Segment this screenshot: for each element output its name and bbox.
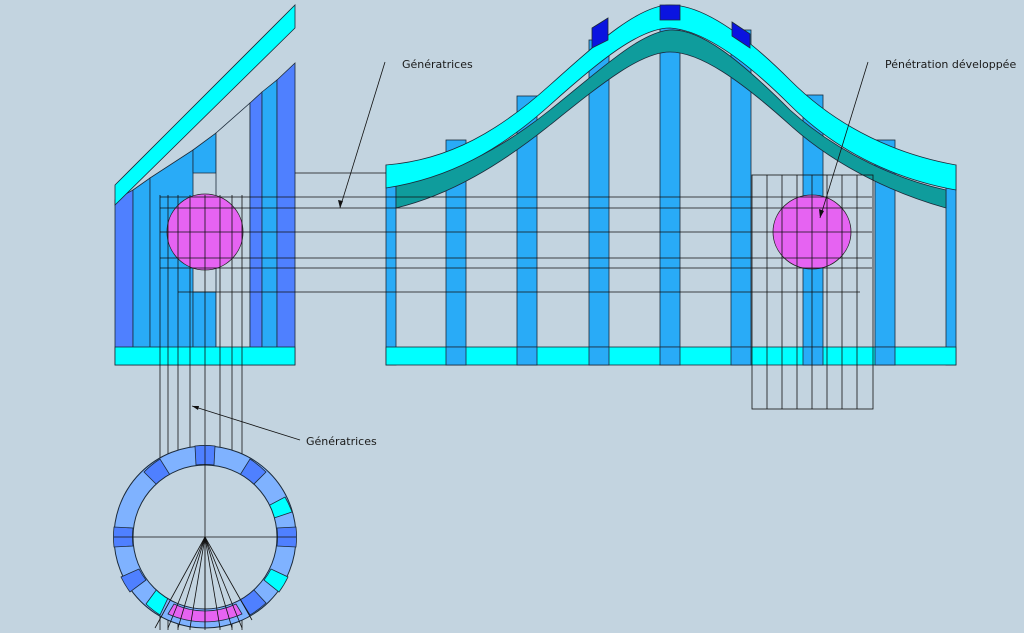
arrowhead-generatrices-top	[338, 200, 343, 208]
right-development	[385, 4, 957, 366]
label-generatrices-top: Génératrices	[402, 58, 473, 71]
label-penetration: Pénétration développée	[885, 58, 1016, 71]
arrowhead-generatrices-bottom	[192, 406, 199, 410]
left-stave-4	[249, 91, 263, 366]
left-elevation	[114, 4, 296, 366]
label-generatrices-bottom: Génératrices	[306, 435, 377, 448]
leader-penetration	[819, 61, 869, 219]
radial-lines	[154, 536, 253, 629]
dev-stave-9	[945, 164, 957, 366]
dev-crown-left	[591, 17, 609, 49]
leader-generatrices-bottom	[191, 405, 301, 441]
dev-stave-1	[385, 164, 397, 366]
dev-stave-5	[659, 17, 681, 366]
dev-crown-mid	[659, 4, 681, 21]
left-stave-6	[276, 62, 296, 366]
dev-crown-right	[731, 21, 751, 49]
arrowhead-penetration	[819, 209, 824, 218]
annotations: Génératrices Génératrices Pénétration dé…	[191, 58, 1016, 448]
left-stave-3-top	[192, 132, 217, 174]
left-strip-outer	[114, 189, 134, 366]
dev-bottom-separators	[445, 346, 896, 366]
left-stave-2	[132, 177, 151, 366]
dev-curve-underside	[395, 29, 947, 209]
left-stave-5	[261, 79, 278, 366]
left-top-band	[114, 4, 296, 206]
plan-view-ring	[113, 445, 297, 629]
leader-generatrices-top	[339, 61, 386, 209]
